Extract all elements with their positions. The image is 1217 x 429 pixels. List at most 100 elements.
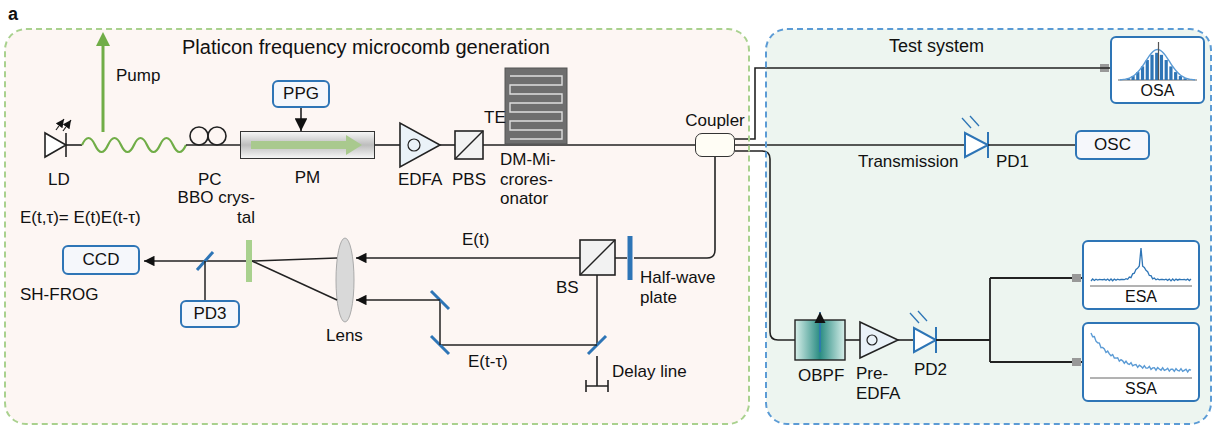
beam	[440, 344, 597, 346]
instrument-screen: ESA	[1082, 240, 1200, 310]
microresonator-image	[505, 68, 567, 144]
pump-arrow-head	[96, 32, 110, 46]
fiber	[898, 339, 914, 341]
tuning-arrow	[819, 312, 821, 352]
modulator-arrow	[241, 132, 374, 158]
amplifier-symbol	[860, 322, 898, 358]
light-arrow	[918, 311, 927, 321]
signal-name: E(t)	[462, 230, 489, 250]
instrument-box: PPG	[272, 80, 330, 108]
fiber	[375, 144, 400, 146]
light-arrow	[962, 118, 971, 128]
fiber	[845, 339, 860, 341]
splitter-diagonal	[580, 240, 615, 275]
beam	[252, 261, 337, 300]
instrument-screen: SSA	[1082, 322, 1200, 402]
signal-name: Transmission	[858, 152, 958, 172]
light-wave	[82, 138, 186, 152]
trace-axis	[1090, 378, 1192, 379]
pump-arrow	[102, 44, 105, 132]
comb-line	[1150, 55, 1153, 80]
trace-axis	[1090, 286, 1192, 287]
modulator-arrow-body	[251, 141, 346, 149]
node-label: PPG	[283, 84, 319, 104]
photodiode-symbol	[914, 328, 936, 352]
part-name: Delay line	[612, 362, 687, 382]
node-label: OSA	[1112, 82, 1203, 100]
part-name: BBO crys- tal	[160, 188, 255, 227]
beam	[144, 260, 246, 262]
comb-line	[1155, 53, 1158, 80]
instrument-trace	[1088, 327, 1194, 379]
part-name: Half-wave plate	[640, 268, 722, 307]
group-region: OSAOSCESASSATest system	[765, 28, 1212, 425]
fiber	[634, 157, 715, 258]
instrument-screen: OSA	[1110, 36, 1205, 104]
node-label: OSC	[1094, 135, 1131, 155]
modulator-arrow-head	[346, 135, 362, 155]
comb-line	[1169, 66, 1172, 80]
fiber-coupler: Coupler	[695, 133, 735, 157]
fiber	[440, 144, 455, 146]
part-name: PBS	[452, 170, 486, 190]
lens	[336, 238, 354, 322]
part-name: SH-FROG	[20, 285, 98, 305]
spectrum-envelope	[1120, 50, 1195, 80]
comb-line	[1160, 55, 1163, 80]
light-arrow	[910, 313, 919, 323]
beam	[596, 275, 598, 345]
formula: E(t,τ)= E(t)E(t-τ)	[20, 208, 141, 228]
amplifier-coil	[867, 335, 877, 345]
instrument-box: OSC	[1075, 130, 1150, 160]
signal-name: Pump	[116, 66, 160, 86]
part-name: PD2	[914, 360, 947, 380]
signal-name: E(t-τ)	[468, 352, 508, 372]
half-wave-plate	[628, 236, 633, 280]
node-label: SSA	[1084, 380, 1198, 398]
light-arrow	[970, 116, 979, 126]
connector-plug	[1072, 358, 1081, 366]
beam	[252, 258, 337, 261]
node-label: Coupler	[685, 111, 745, 131]
fiber-connector	[735, 68, 1110, 139]
bbo-crystal	[246, 240, 252, 282]
node-label: CCD	[83, 250, 120, 270]
part-name: LD	[48, 170, 70, 190]
emission-arrow	[56, 119, 64, 130]
part-name: Pre- EDFA	[856, 364, 910, 403]
instrument-trace	[1088, 245, 1194, 287]
part-name: OBPF	[798, 366, 844, 386]
connector-plug	[1072, 274, 1081, 282]
signal-arrow	[300, 108, 302, 131]
amplifier-symbol	[400, 123, 440, 167]
fiber	[735, 144, 965, 146]
polarization-controller-loop	[208, 127, 226, 145]
beam	[356, 299, 440, 301]
node-label: ESA	[1084, 288, 1198, 306]
beam	[204, 261, 206, 300]
part-name: PD1	[996, 152, 1029, 172]
delay-stage	[586, 356, 608, 392]
part-name: DM-Mi- crores- onator	[500, 150, 570, 209]
polarization-controller-loop	[190, 127, 208, 145]
splitter-diagonal	[455, 131, 483, 159]
instrument-trace	[1116, 41, 1199, 81]
polarization-name: TE	[484, 108, 506, 128]
phase-noise-trace	[1091, 333, 1191, 372]
node-label: PM	[295, 168, 321, 188]
comb-line	[1174, 72, 1177, 80]
beat-note-trace	[1091, 248, 1191, 281]
emission-arrow	[63, 120, 71, 131]
part-name: Lens	[326, 326, 363, 346]
wire	[988, 144, 1075, 146]
phase-modulator: PM	[240, 131, 375, 159]
polarizing-beam-splitter	[455, 131, 483, 159]
pump-line	[1158, 42, 1159, 80]
panel-letter: a	[8, 4, 18, 25]
part-name: EDFA	[398, 170, 442, 190]
beam	[356, 257, 580, 259]
part-name: BS	[556, 278, 579, 298]
